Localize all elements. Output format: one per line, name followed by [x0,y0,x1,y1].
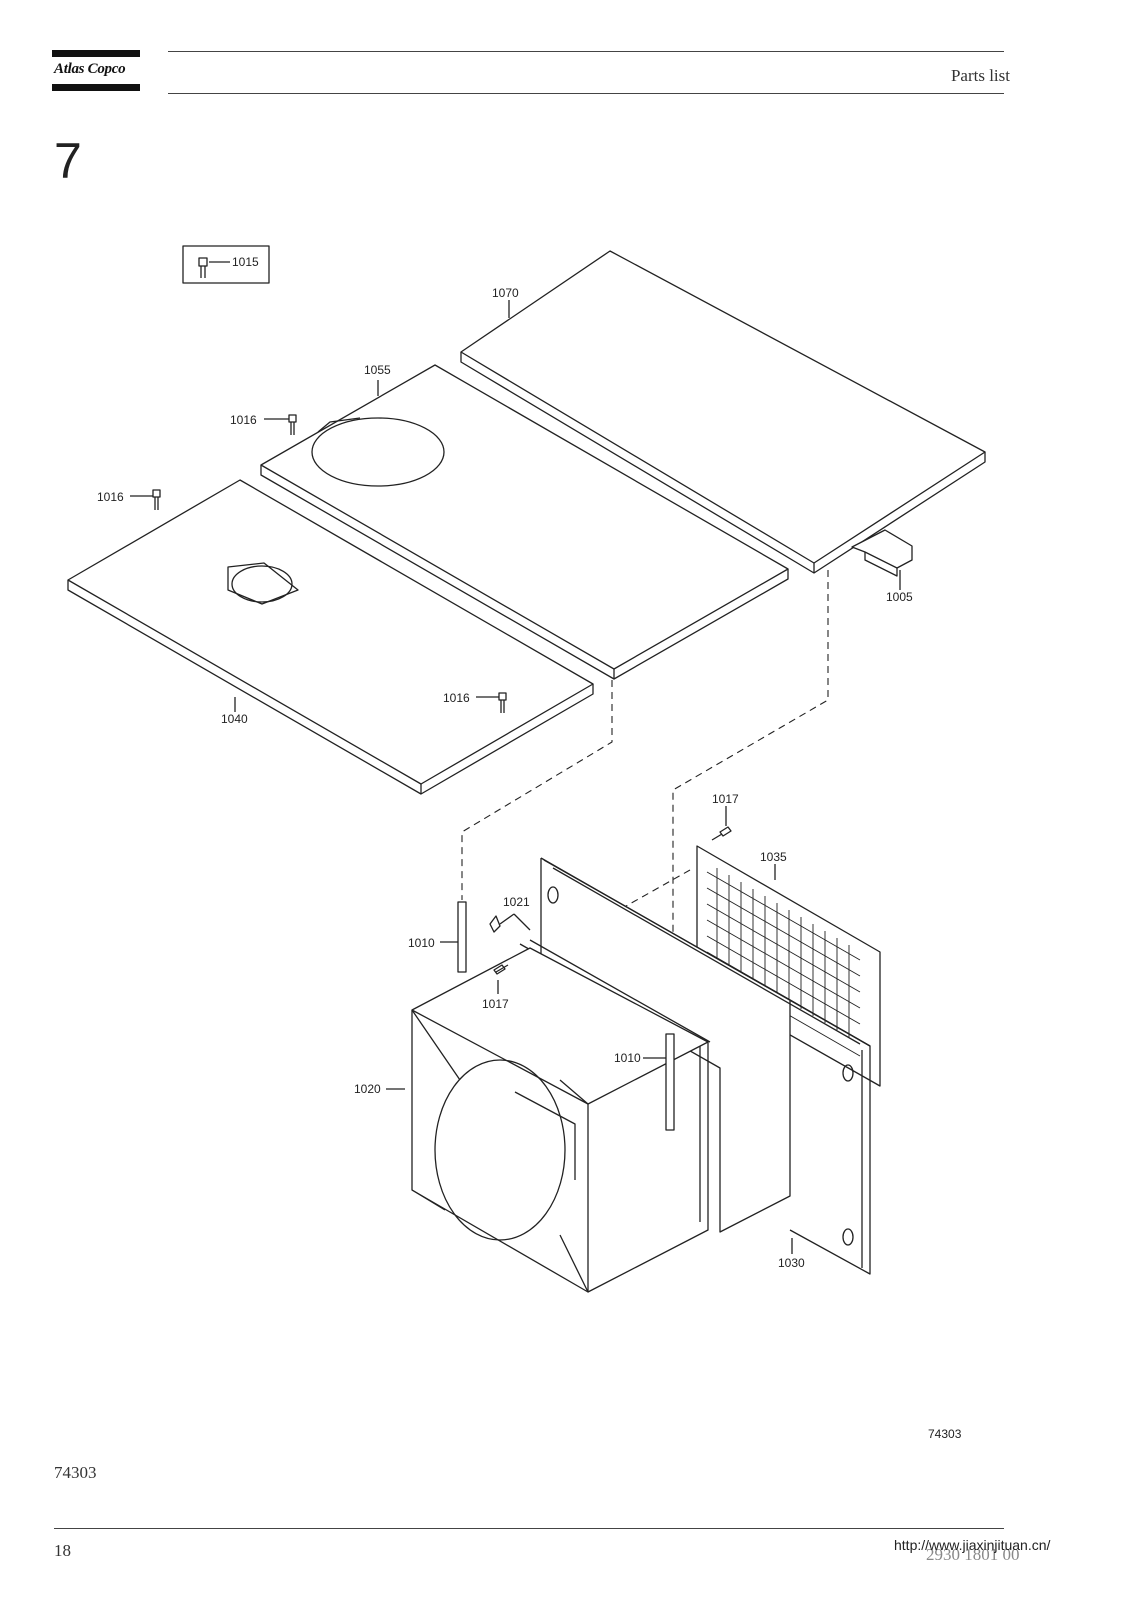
document-number: 2930 1801 00 [926,1545,1020,1564]
label-1040: 1040 [221,712,248,726]
label-1021: 1021 [503,895,530,909]
source-url: http://www.jiaxinjituan.cn/ [894,1537,1051,1553]
label-1005: 1005 [886,590,913,604]
label-1017-b: 1017 [482,997,509,1011]
drawing-number: 74303 [928,1427,962,1441]
label-1070: 1070 [492,286,519,300]
label-1010-b: 1010 [614,1051,641,1065]
label-1016-c: 1016 [443,691,470,705]
header-rule-top [168,51,1004,52]
figure-reference: 74303 [54,1463,97,1482]
label-1030: 1030 [778,1256,805,1270]
footer-rule [54,1528,1004,1529]
label-1035: 1035 [760,850,787,864]
page-number: 18 [54,1541,71,1560]
label-1020: 1020 [354,1082,381,1096]
label-1055: 1055 [364,363,391,377]
label-1010-a: 1010 [408,936,435,950]
chapter-number: 7 [54,133,82,189]
label-1017-a: 1017 [712,792,739,806]
label-1016-b: 1016 [97,490,124,504]
logo-text: Atlas Copco [54,61,126,77]
atlas-copco-logo: Atlas Copco [52,50,140,94]
page-title: Parts list [950,66,1010,85]
label-1016-a: 1016 [230,413,257,427]
header-rule-bottom [168,93,1004,94]
label-1015: 1015 [232,255,259,269]
